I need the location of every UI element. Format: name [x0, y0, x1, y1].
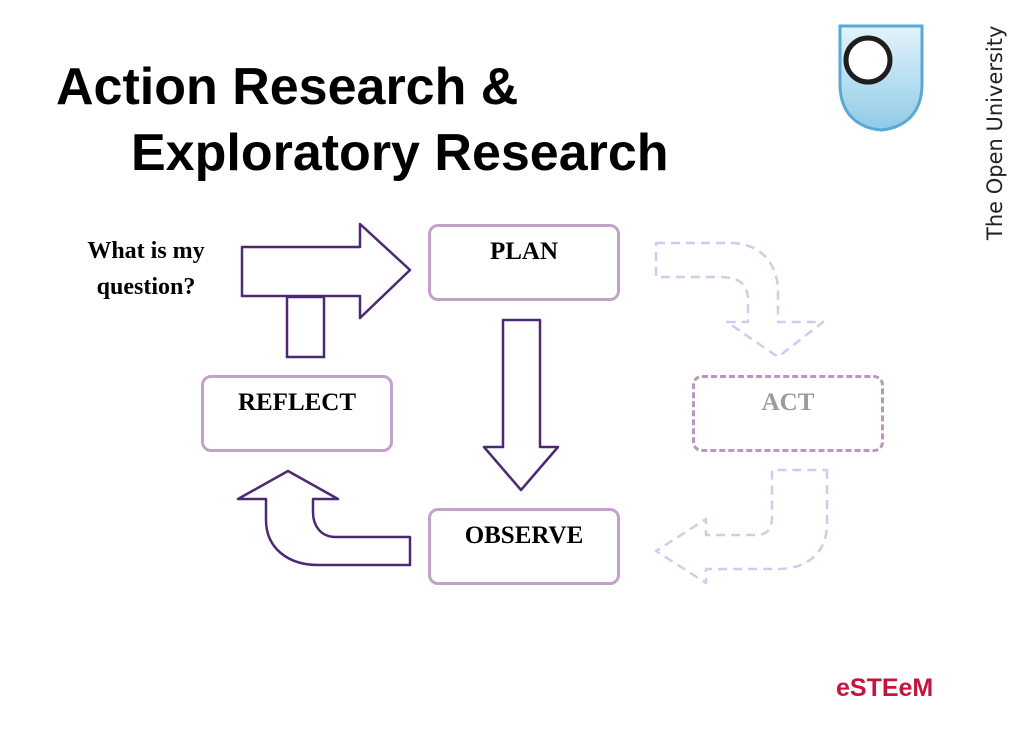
- title-line-1: Action Research &: [56, 58, 519, 116]
- footer-brand: eSTEeM: [836, 674, 934, 702]
- reflect-label: REFLECT: [237, 389, 357, 416]
- open-university-shield-icon: [838, 24, 924, 132]
- question-line-2: question?: [96, 274, 196, 300]
- reflect-up-arrow: [285, 295, 326, 359]
- question-arrow: [240, 222, 412, 320]
- reflect-box: REFLECT: [201, 375, 393, 452]
- question-line-1: What is my: [87, 238, 205, 264]
- act-box: ACT: [692, 375, 884, 452]
- observe-box: OBSERVE: [428, 508, 620, 585]
- question-label: What is my question?: [58, 233, 234, 305]
- page-title: Action Research & Exploratory Research: [56, 54, 669, 186]
- title-line-2: Exploratory Research: [131, 124, 669, 182]
- plan-label: PLAN: [489, 238, 559, 265]
- plan-box: PLAN: [428, 224, 620, 301]
- observe-reflect-arrow: [236, 469, 412, 567]
- plan-observe-arrow: [482, 318, 560, 492]
- observe-label: OBSERVE: [464, 522, 584, 549]
- act-label: ACT: [761, 389, 815, 416]
- plan-act-arrow: [654, 241, 825, 359]
- act-observe-arrow: [654, 468, 829, 585]
